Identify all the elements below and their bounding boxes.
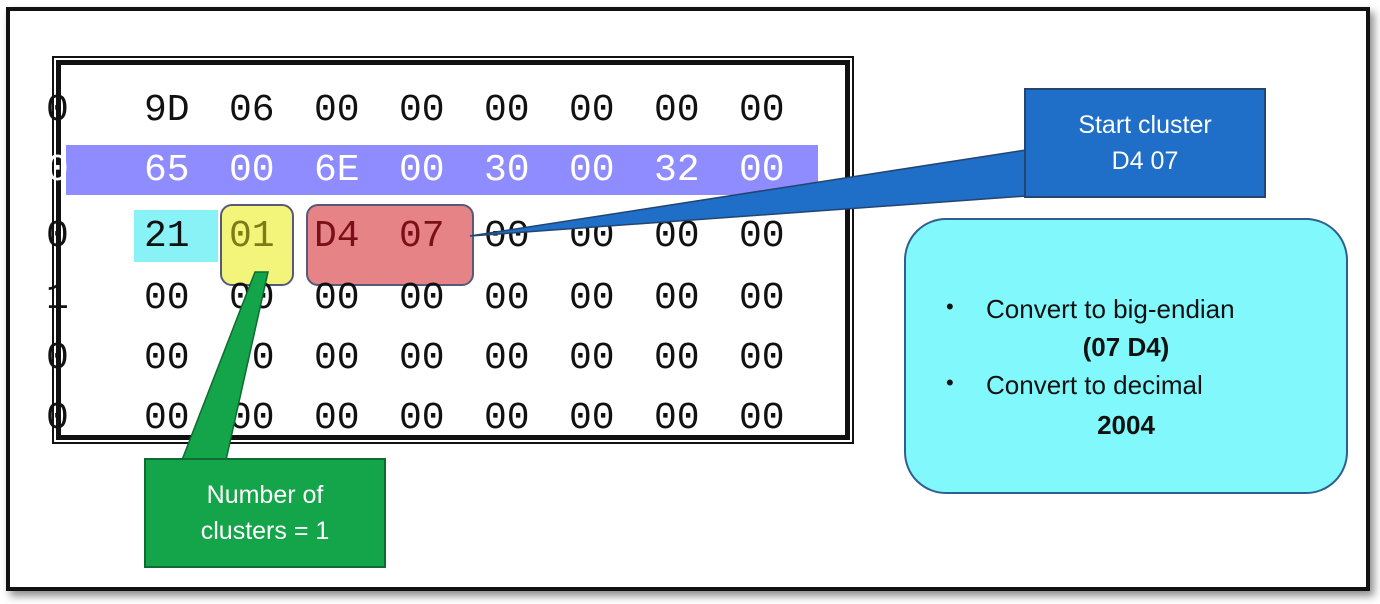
hex-byte: 00	[314, 396, 360, 440]
cyan-byte-highlight	[134, 210, 218, 262]
hex-row: 0 21 01 D4 07 00 00 00 00	[46, 206, 824, 266]
hex-byte: 00	[739, 88, 785, 132]
hex-byte: 00	[399, 276, 445, 320]
note-bullet: • Convert to big-endian	[946, 294, 1326, 325]
hex-byte: 00	[399, 148, 445, 192]
hex-byte-start-cluster: D4	[314, 214, 360, 258]
hex-byte-start-cluster: 07	[399, 214, 445, 258]
start-cluster-callout: Start cluster D4 07	[1024, 88, 1266, 198]
note-text: Convert to big-endian	[986, 294, 1235, 324]
hex-byte: 9D	[144, 88, 190, 132]
hex-byte: 00	[569, 214, 615, 258]
hex-byte: 00	[654, 396, 700, 440]
hex-byte: 00	[484, 214, 530, 258]
row-offset: 0	[46, 148, 69, 192]
hex-byte: 00	[484, 276, 530, 320]
hex-byte: 00	[484, 88, 530, 132]
cluster-count-callout: Number of clusters = 1	[144, 458, 386, 568]
hex-byte: 30	[484, 148, 530, 192]
hex-byte: 00	[569, 276, 615, 320]
hex-byte: 00	[399, 396, 445, 440]
hex-byte: 00	[314, 336, 360, 380]
hex-byte: 00	[654, 336, 700, 380]
note-value: (07 D4)	[1082, 332, 1170, 362]
hex-byte: 00	[569, 88, 615, 132]
bullet-glyph: •	[946, 370, 954, 395]
hex-byte: 00	[229, 396, 275, 440]
hex-byte: 21	[144, 214, 190, 258]
hex-byte: 00	[739, 276, 785, 320]
row-offset: 0	[46, 214, 69, 258]
callout-line: Start cluster	[1078, 111, 1212, 139]
hex-byte-cluster-count: 01	[229, 214, 275, 258]
hex-byte: 00	[654, 88, 700, 132]
hex-byte: 00	[314, 88, 360, 132]
callout-line: clusters = 1	[200, 517, 330, 545]
hex-byte: 06	[229, 88, 275, 132]
hex-byte: 00	[739, 148, 785, 192]
row-offset: 0	[46, 88, 69, 132]
hex-byte: 6E	[314, 148, 360, 192]
hex-byte: 00	[484, 396, 530, 440]
hex-byte: 00	[654, 214, 700, 258]
hex-row: 1 00 00 00 00 00 00 00 00	[46, 268, 824, 328]
hex-byte: 65	[144, 148, 190, 192]
hex-row: 0 9D 06 00 00 00 00 00 00	[46, 80, 824, 140]
hex-byte: 00	[484, 336, 530, 380]
hex-byte: 00	[144, 336, 190, 380]
note-value: 2004	[1097, 410, 1155, 440]
conversion-note: • Convert to big-endian (07 D4) • Conver…	[904, 218, 1348, 494]
callout-line: Number of	[206, 481, 324, 509]
hex-byte: 00	[229, 148, 275, 192]
hex-byte: 00	[569, 396, 615, 440]
hex-row: 0 00 00 00 00 00 00 00 00	[46, 388, 824, 448]
row-offset: 1	[46, 276, 69, 320]
hex-byte: 00	[739, 396, 785, 440]
hex-byte: 00	[314, 276, 360, 320]
bullet-glyph: •	[946, 294, 954, 319]
hex-byte: 00	[229, 336, 275, 380]
note-bullet: • Convert to decimal	[946, 370, 1326, 401]
hex-byte: 00	[739, 214, 785, 258]
hex-dump-panel: 0 9D 06 00 00 00 00 00 00 0 65 00 6E 00 …	[46, 56, 854, 444]
callout-line: D4 07	[1111, 147, 1179, 175]
hex-row: 0 00 00 00 00 00 00 00 00	[46, 328, 824, 388]
start-cluster-highlight	[306, 204, 474, 286]
hex-byte: 32	[654, 148, 700, 192]
hex-dump-content: 0 9D 06 00 00 00 00 00 00 0 65 00 6E 00 …	[46, 70, 840, 440]
row-offset: 0	[46, 336, 69, 380]
row-offset: 0	[46, 396, 69, 440]
hex-byte: 00	[569, 148, 615, 192]
hex-byte: 00	[144, 396, 190, 440]
hex-byte: 00	[569, 336, 615, 380]
hex-byte: 00	[144, 276, 190, 320]
hex-byte: 00	[739, 336, 785, 380]
hex-row-selected: 0 65 00 6E 00 30 00 32 00	[46, 140, 824, 200]
hex-byte: 00	[399, 336, 445, 380]
note-text: Convert to decimal	[986, 370, 1203, 400]
hex-byte: 00	[229, 276, 275, 320]
hex-byte: 00	[399, 88, 445, 132]
hex-byte: 00	[654, 276, 700, 320]
